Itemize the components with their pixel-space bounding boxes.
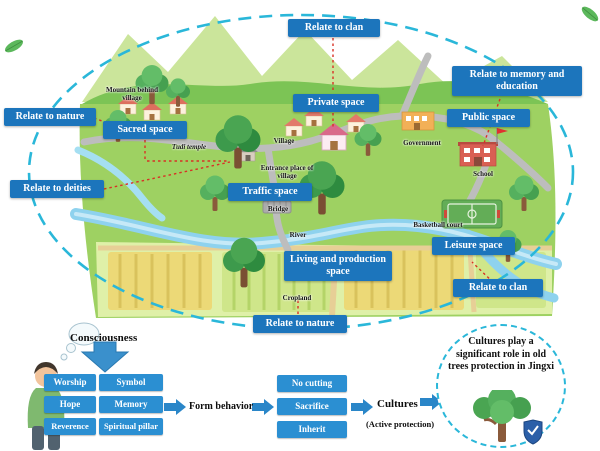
behavior-box-sacrifice: Sacrifice [277,398,347,415]
annotation-tudi-temple: Tudi temple [171,143,207,151]
leaf-decoration-icon [5,39,23,53]
annotation-river: River [289,231,307,239]
right-arrow-icon [164,394,442,415]
bridge-icon [262,200,292,214]
space-label-traffic: Traffic space [228,183,312,201]
active-protection-label: (Active protection) [365,419,435,429]
conclusion-tree-illustration [473,390,543,445]
space-label-private: Private space [293,94,379,112]
conclusion-text: Cultures play a significant role in old … [448,336,555,372]
thought-bubble-icon [68,322,100,346]
factor-box-symbol: Symbol [99,374,163,391]
form-behavior-label: Form behavior [189,401,254,412]
consciousness-label: Consciousness [70,332,138,344]
conclusion-tree-icon [473,390,531,442]
annotation-government: Government [403,139,441,147]
house-icon [284,108,366,151]
annotation-bridge: Bridge [267,205,289,213]
annotation-cropland: Cropland [282,294,312,302]
government-building-icon [401,111,435,131]
school-building-icon [458,128,508,167]
basketball-court-icon [441,199,503,229]
down-arrow-icon [80,341,130,373]
behavior-box-no-cutting: No cutting [277,375,347,392]
annotation-mountain: Mountain behind village [106,86,158,103]
factor-box-hope: Hope [44,396,96,413]
cultures-label: Cultures [377,398,418,410]
house-icon [118,96,188,121]
space-label-sacred: Sacred space [103,121,187,139]
shield-icon [523,419,543,445]
relation-label-clan-right: Relate to clan [453,279,543,297]
annotation-entrance: Entrance place of village [260,164,314,181]
annotation-village: Village [273,137,295,145]
relation-label-deities: Relate to deities [10,180,104,198]
space-label-public: Public space [447,109,530,127]
relation-label-top-clan: Relate to clan [288,19,380,37]
behavior-box-inherit: Inherit [277,421,347,438]
factor-box-memory: Memory [99,396,163,413]
relation-label-nature-bottom: Relate to nature [253,315,347,333]
factor-box-worship: Worship [44,374,96,391]
relation-label-nature-left: Relate to nature [4,108,96,126]
space-label-leisure: Leisure space [432,237,515,255]
leaf-decoration-icon [581,6,599,22]
conclusion-circle: Cultures play a significant role in old … [436,324,566,448]
relation-label-memory-education: Relate to memory and education [452,66,582,96]
space-label-living-production: Living and production space [284,251,392,281]
annotation-basketball-court: Basketball court [413,221,463,229]
annotation-school: School [473,170,493,178]
factor-box-reverence: Reverence [44,418,96,435]
factor-box-spiritual-pillar: Spiritual pillar [99,418,163,435]
